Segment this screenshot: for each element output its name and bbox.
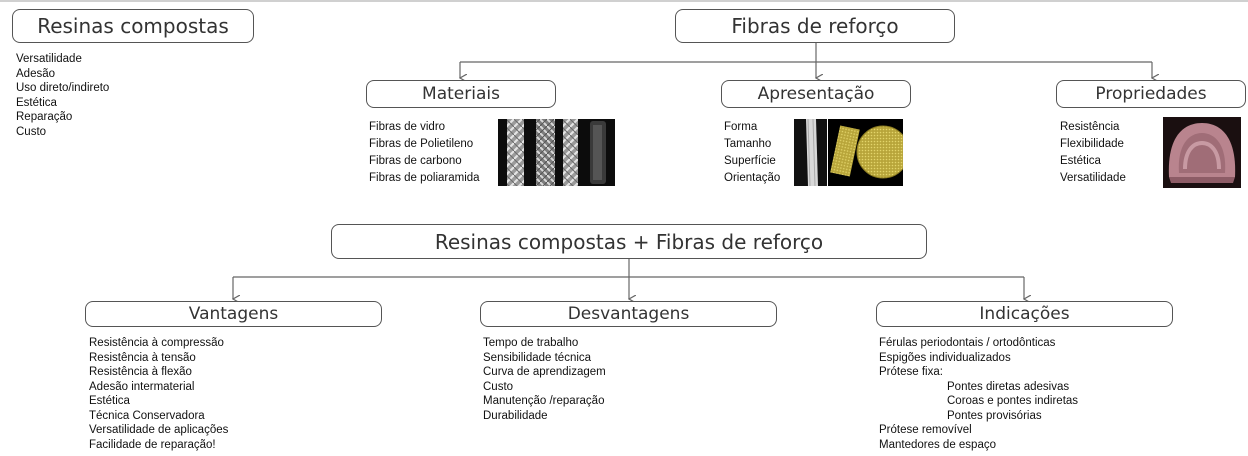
fiber-materials-photo bbox=[498, 119, 615, 186]
top-border bbox=[0, 0, 1248, 2]
list-item: Férulas periodontais / ortodônticas bbox=[879, 337, 1056, 349]
list-item: Fibras de carbono bbox=[369, 155, 462, 167]
list-item: Superfície bbox=[724, 155, 776, 167]
fibras-reforco-box: Fibras de reforço bbox=[675, 9, 955, 43]
list-item: Fibras de Polietileno bbox=[369, 138, 474, 150]
denture-photo bbox=[1163, 117, 1241, 188]
desvantagens-box: Desvantagens bbox=[480, 301, 777, 327]
vantagens-list: Resistência à compressão Resistência à t… bbox=[89, 336, 228, 452]
list-item: Estética bbox=[1060, 155, 1101, 167]
vantagens-title: Vantagens bbox=[188, 304, 279, 324]
list-item: Sensibilidade técnica bbox=[483, 351, 592, 364]
list-item: Tamanho bbox=[724, 138, 772, 150]
list-item: Versatilidade bbox=[16, 53, 82, 65]
list-item-sub: Coroas e pontes indiretas bbox=[947, 395, 1079, 407]
propriedades-title: Propriedades bbox=[1095, 84, 1207, 104]
list-item: Técnica Conservadora bbox=[89, 409, 205, 422]
list-item: Estética bbox=[16, 96, 57, 109]
list-item: Resistência à compressão bbox=[89, 337, 224, 349]
list-item: Adesão intermaterial bbox=[89, 380, 195, 393]
list-item: Facilidade de reparação! bbox=[89, 438, 216, 451]
list-item: Durabilidade bbox=[483, 409, 548, 422]
list-item: Prótese removível bbox=[879, 424, 972, 436]
desvantagens-title: Desvantagens bbox=[567, 304, 690, 324]
list-item: Resistência bbox=[1060, 121, 1120, 133]
list-item: Tempo de trabalho bbox=[483, 337, 579, 349]
indicacoes-box: Indicações bbox=[876, 301, 1173, 327]
list-item: Prótese fixa: bbox=[879, 366, 943, 378]
list-item: Orientação bbox=[724, 172, 781, 184]
list-item: Uso direto/indireto bbox=[16, 82, 110, 94]
list-item: Resistência à tensão bbox=[89, 351, 196, 364]
list-item: Versatilidade bbox=[1060, 172, 1126, 184]
fiber-mesh-photo bbox=[828, 119, 903, 186]
fiber-strip-photo bbox=[794, 119, 827, 186]
propriedades-list: Resistência Flexibilidade Estética Versa… bbox=[1060, 119, 1126, 187]
indicacoes-title: Indicações bbox=[979, 304, 1070, 324]
resinas-compostas-box: Resinas compostas bbox=[12, 9, 254, 43]
materiais-box: Materiais bbox=[366, 80, 556, 108]
list-item: Resistência à flexão bbox=[89, 366, 192, 378]
combo-box: Resinas compostas + Fibras de reforço bbox=[331, 224, 927, 259]
list-item: Espigões individualizados bbox=[879, 351, 1011, 364]
list-item: Custo bbox=[483, 380, 514, 393]
resinas-compostas-title: Resinas compostas bbox=[37, 14, 229, 38]
list-item-sub: Pontes provisórias bbox=[947, 409, 1042, 422]
list-item: Manutenção /reparação bbox=[483, 395, 605, 407]
list-item: Custo bbox=[16, 125, 47, 138]
indicacoes-list: Férulas periodontais / ortodônticas Espi… bbox=[879, 336, 1078, 452]
materiais-title: Materiais bbox=[422, 84, 500, 104]
list-item: Curva de aprendizagem bbox=[483, 366, 606, 378]
materiais-list: Fibras de vidro Fibras de Polietileno Fi… bbox=[369, 119, 480, 187]
list-item: Fibras de vidro bbox=[369, 121, 446, 133]
list-item: Adesão bbox=[16, 67, 56, 80]
vantagens-box: Vantagens bbox=[85, 301, 382, 327]
list-item: Forma bbox=[724, 121, 758, 133]
list-item: Estética bbox=[89, 395, 130, 407]
list-item: Fibras de poliaramida bbox=[369, 172, 480, 184]
combo-title: Resinas compostas + Fibras de reforço bbox=[434, 229, 824, 254]
desvantagens-list: Tempo de trabalho Sensibilidade técnica … bbox=[483, 336, 606, 423]
apresentacao-box: Apresentação bbox=[721, 80, 911, 108]
list-item: Flexibilidade bbox=[1060, 138, 1124, 150]
apresentacao-title: Apresentação bbox=[757, 84, 875, 104]
list-item-sub: Pontes diretas adesivas bbox=[947, 380, 1070, 393]
resinas-compostas-list: Versatilidade Adesão Uso direto/indireto… bbox=[16, 52, 109, 139]
list-item: Reparação bbox=[16, 111, 73, 123]
propriedades-box: Propriedades bbox=[1056, 80, 1246, 108]
list-item: Mantedores de espaço bbox=[879, 438, 996, 451]
fibras-reforco-title: Fibras de reforço bbox=[731, 14, 899, 38]
list-item: Versatilidade de aplicações bbox=[89, 424, 229, 436]
apresentacao-list: Forma Tamanho Superfície Orientação bbox=[724, 119, 780, 187]
